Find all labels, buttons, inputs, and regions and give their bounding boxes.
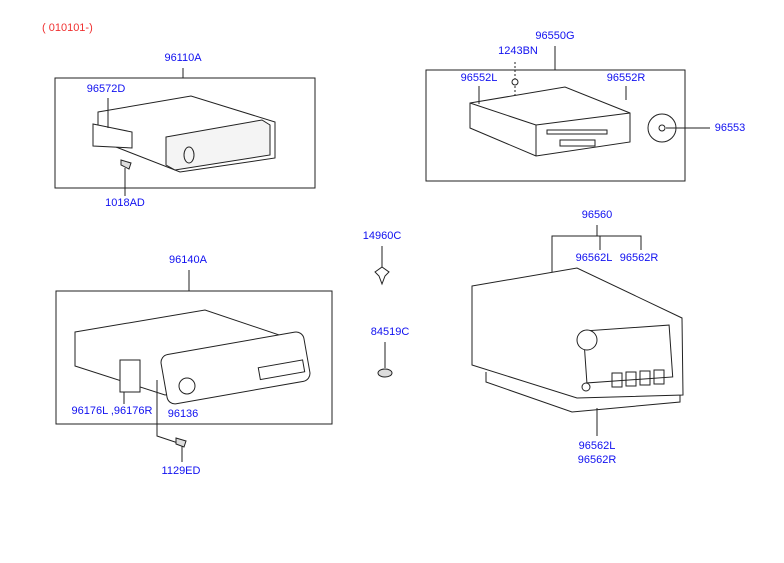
part-label-96562r-bottom[interactable]: 96562R xyxy=(577,454,617,466)
part-label-96562r-top[interactable]: 96562R xyxy=(619,252,659,264)
range-code: ( 010101-) xyxy=(42,22,93,34)
head-unit-body xyxy=(471,267,684,399)
part-label-1243bn[interactable]: 1243BN xyxy=(498,45,538,57)
part-label-1018ad[interactable]: 1018AD xyxy=(105,197,145,209)
knob-icon xyxy=(178,377,196,395)
cd-module-group xyxy=(425,46,710,182)
head-unit-group xyxy=(471,225,684,436)
screw-icon xyxy=(511,78,519,86)
part-label-96140a[interactable]: 96140A xyxy=(169,254,207,266)
radio-group xyxy=(55,270,333,462)
part-label-96553[interactable]: 96553 xyxy=(714,122,746,134)
part-label-96560[interactable]: 96560 xyxy=(581,209,613,221)
bolt-icon xyxy=(175,437,187,448)
part-label-96572d[interactable]: 96572D xyxy=(86,83,126,95)
part-label-96550g[interactable]: 96550G xyxy=(535,30,575,42)
part-label-96562l-bottom[interactable]: 96562L xyxy=(578,440,616,452)
cd-module-body xyxy=(469,86,631,157)
bolt-icon xyxy=(120,159,132,170)
changer-group xyxy=(54,68,316,196)
part-label-84519c[interactable]: 84519C xyxy=(370,326,410,338)
part-label-14960c[interactable]: 14960C xyxy=(362,230,402,242)
part-label-96552l[interactable]: 96552L xyxy=(460,72,498,84)
bracket-icon xyxy=(92,123,133,149)
part-label-96562l-top[interactable]: 96562L xyxy=(575,252,613,264)
part-label-96110a[interactable]: 96110A xyxy=(164,52,202,64)
part-label-96176lr[interactable]: 96176L ,96176R xyxy=(71,405,153,417)
part-label-1129ed[interactable]: 1129ED xyxy=(161,465,201,477)
part-label-96136[interactable]: 96136 xyxy=(167,408,199,420)
clip-icon xyxy=(374,266,390,286)
part-label-96552r[interactable]: 96552R xyxy=(606,72,646,84)
grommet-icon xyxy=(377,368,393,378)
fasteners-group xyxy=(374,246,393,378)
